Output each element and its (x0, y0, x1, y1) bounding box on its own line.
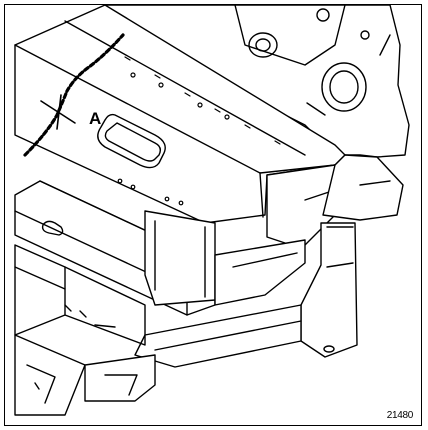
figure-number: 21480 (386, 410, 414, 421)
rivet-row (117, 56, 281, 206)
vertical-web-plate (144, 210, 216, 306)
slot-hole-left (41, 220, 64, 236)
illustration-frame: A 21480 (4, 4, 422, 426)
chassis-rail-illustration (14, 5, 410, 416)
rear-bracket (266, 154, 404, 358)
cut-line-a (23, 33, 125, 157)
cut-line-label: A (89, 109, 102, 128)
lower-floor-section (14, 244, 156, 416)
access-slot (97, 113, 166, 169)
diagonal-brace (134, 239, 306, 368)
